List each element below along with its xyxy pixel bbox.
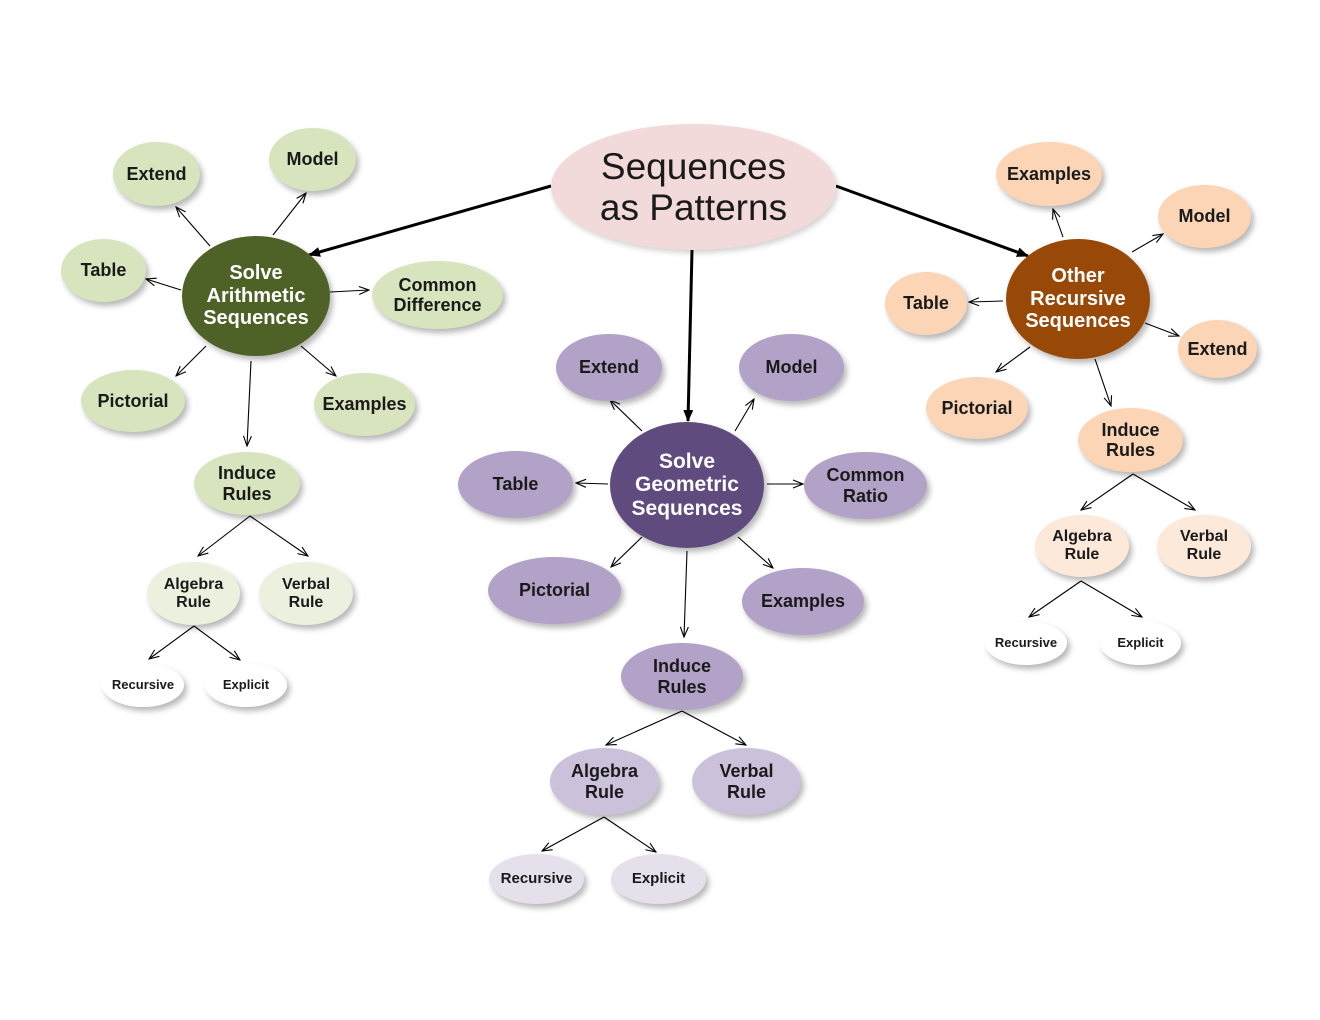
recursive-examples-node: Examples bbox=[996, 142, 1102, 206]
arithmetic-verbal-rule-node: Verbal Rule bbox=[259, 562, 353, 625]
geometric-pictorial-arrow bbox=[611, 536, 643, 567]
arithmetic-induce-rules-node: Induce Rules bbox=[194, 452, 300, 515]
geometric-pictorial-node: Pictorial bbox=[488, 557, 621, 624]
recursive-model-node: Model bbox=[1158, 185, 1251, 248]
arithmetic-common-arrow bbox=[329, 290, 369, 292]
hub-other-recursive-sequences: Other Recursive Sequences bbox=[1006, 239, 1150, 359]
arithmetic-model-arrow bbox=[272, 193, 306, 236]
arithmetic-verbal-arrow bbox=[249, 515, 308, 556]
root-node-sequences-as-patterns: Sequences as Patterns bbox=[551, 124, 836, 250]
recursive-verbal-rule-node: Verbal Rule bbox=[1157, 515, 1251, 577]
root-to-recursive-arrow bbox=[835, 184, 1029, 258]
arithmetic-recursive-arrow bbox=[149, 625, 195, 659]
recursive-recursive-node: Recursive bbox=[985, 621, 1067, 665]
root-to-geometric-arrow bbox=[683, 249, 694, 422]
recursive-algebra-arrow bbox=[1081, 473, 1134, 510]
geometric-examples-node: Examples bbox=[742, 568, 864, 635]
recursive-table-node: Table bbox=[885, 272, 967, 335]
arithmetic-induce-arrow bbox=[247, 360, 251, 446]
geometric-examples-arrow bbox=[737, 536, 773, 568]
geometric-induce-rules-node: Induce Rules bbox=[621, 643, 743, 710]
arithmetic-table-node: Table bbox=[61, 239, 146, 302]
root-to-arithmetic-arrow bbox=[308, 184, 552, 257]
arithmetic-pictorial-node: Pictorial bbox=[81, 370, 185, 432]
recursive-pictorial-arrow bbox=[996, 346, 1031, 372]
geometric-recursive-arrow bbox=[542, 816, 605, 851]
arithmetic-extend-node: Extend bbox=[113, 142, 200, 206]
recursive-algebra-rule-node: Algebra Rule bbox=[1035, 515, 1129, 577]
recursive-induce-arrow bbox=[1094, 358, 1111, 406]
arithmetic-common-difference-node: Common Difference bbox=[372, 261, 503, 329]
geometric-extend-node: Extend bbox=[556, 334, 662, 401]
recursive-explicit-arrow bbox=[1080, 580, 1142, 617]
recursive-extend-node: Extend bbox=[1178, 320, 1257, 378]
geometric-common-ratio-node: Common Ratio bbox=[804, 452, 927, 519]
arithmetic-model-node: Model bbox=[269, 128, 356, 191]
geometric-explicit-arrow bbox=[603, 816, 656, 852]
geometric-table-arrow bbox=[576, 483, 609, 484]
geometric-extend-arrow bbox=[610, 400, 643, 432]
hub-solve-geometric-sequences: Solve Geometric Sequences bbox=[610, 422, 764, 548]
arithmetic-explicit-arrow bbox=[193, 625, 240, 660]
geometric-verbal-arrow bbox=[681, 710, 746, 745]
geometric-recursive-node: Recursive bbox=[489, 854, 584, 904]
arithmetic-recursive-node: Recursive bbox=[102, 663, 184, 707]
arithmetic-pictorial-arrow bbox=[176, 345, 207, 376]
geometric-induce-arrow bbox=[684, 550, 687, 637]
arithmetic-examples-node: Examples bbox=[314, 373, 415, 436]
recursive-verbal-arrow bbox=[1132, 473, 1195, 510]
recursive-examples-arrow bbox=[1053, 209, 1064, 238]
geometric-model-node: Model bbox=[739, 334, 844, 401]
recursive-explicit-node: Explicit bbox=[1100, 621, 1181, 665]
arithmetic-explicit-node: Explicit bbox=[205, 663, 287, 707]
geometric-model-arrow bbox=[734, 399, 754, 432]
arithmetic-table-arrow bbox=[146, 279, 182, 291]
geometric-table-node: Table bbox=[458, 451, 573, 518]
recursive-induce-rules-node: Induce Rules bbox=[1078, 408, 1183, 472]
recursive-pictorial-node: Pictorial bbox=[926, 377, 1028, 439]
recursive-model-arrow bbox=[1131, 234, 1163, 253]
recursive-recursive-arrow bbox=[1029, 580, 1082, 617]
arithmetic-extend-arrow bbox=[176, 207, 211, 247]
geometric-algebra-arrow bbox=[606, 710, 683, 745]
arithmetic-algebra-arrow bbox=[198, 515, 251, 556]
arithmetic-examples-arrow bbox=[300, 345, 336, 376]
geometric-algebra-rule-node: Algebra Rule bbox=[550, 748, 659, 815]
geometric-explicit-node: Explicit bbox=[611, 854, 706, 904]
recursive-extend-arrow bbox=[1144, 322, 1179, 336]
hub-solve-arithmetic-sequences: Solve Arithmetic Sequences bbox=[182, 236, 330, 356]
arithmetic-algebra-rule-node: Algebra Rule bbox=[147, 562, 240, 625]
recursive-table-arrow bbox=[969, 301, 1004, 302]
geometric-verbal-rule-node: Verbal Rule bbox=[692, 748, 801, 815]
